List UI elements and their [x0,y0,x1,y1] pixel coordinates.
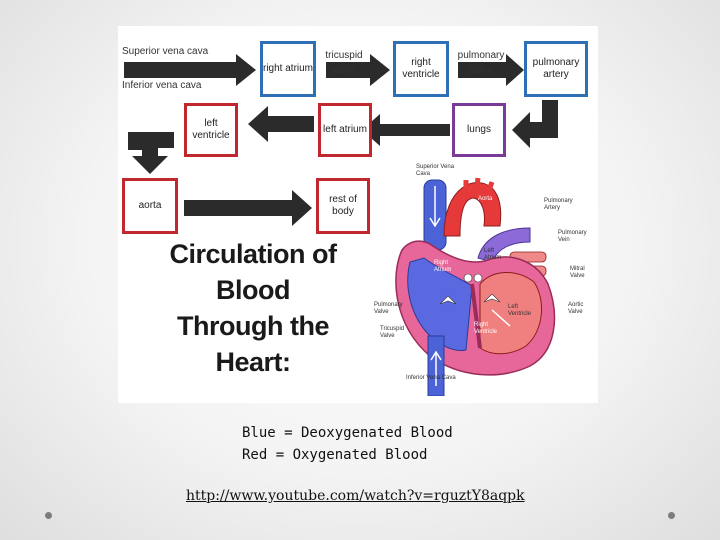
label-tricuspid-valve: tricuspid valve [325,50,363,76]
box-right-ventricle: right ventricle [393,41,449,97]
title-line-2: Blood [216,275,290,305]
flow-arrows [124,54,558,226]
diagram-panel: Superior vena cava Inferior vena cava ri… [118,26,598,403]
box-right-atrium: right atrium [260,41,316,97]
arrow-rventricle-to-partery [458,54,524,86]
arrow-partery-to-lungs [512,100,558,148]
bullet-right [668,512,675,519]
box-left-atrium: left atrium [318,103,372,157]
arrow-aorta-to-body [184,190,312,226]
heart-label-tricuspid-valve: Tricuspid Valve [380,326,405,339]
heart-label-superior-vena-cava: Superior Vena Cava [416,164,455,177]
title-line-1: Circulation of [169,239,338,269]
title-line-3: Through the [177,311,329,341]
heart-label-right-ventricle: Right Ventricle [474,322,498,335]
heart-label-pulmonary-vein: Pulmonary Vein [558,230,587,243]
arrow-ratrium-to-rventricle [326,54,390,86]
legend-red: Red = Oxygenated Blood [242,447,428,463]
label-pulmonary-valve: pulmonary valve [457,50,505,76]
heart-label-mitral-valve: Mitral Valve [570,266,585,279]
heart-label-aorta: Aorta [478,196,493,202]
label-inferior-vena-cava: Inferior vena cava [122,80,202,91]
legend-blue: Blue = Deoxygenated Blood [242,425,453,441]
heart-label-inferior-vena-cava: Inferior Vena Cava [406,375,456,381]
box-pulmonary-artery: pulmonary artery [524,41,588,97]
box-rest-of-body: rest of body [316,178,370,234]
heart-label-pulmonary-valve: Pulmonary Valve [374,302,403,315]
label-superior-vena-cava: Superior vena cava [122,46,209,57]
arrow-latrium-to-lventricle [248,106,314,142]
youtube-link[interactable]: http://www.youtube.com/watch?v=rguztY8aq… [186,488,525,504]
box-left-ventricle: left ventricle [184,103,238,157]
box-aorta: aorta [122,178,178,234]
arrow-venacava-to-ratrium [124,54,256,86]
diagram-title: Circulation of Blood Through the Heart: [142,236,364,380]
heart-illustration [395,177,556,396]
heart-label-left-atrium: Left Atrium [484,248,502,261]
color-legend: Blue = Deoxygenated Blood Red = Oxygenat… [242,422,453,466]
heart-label-aortic-valve: Aortic Valve [568,302,584,315]
arrow-lventricle-to-aorta [128,132,174,174]
heart-label-pulmonary-artery: Pulmonary Artery [544,198,573,211]
title-line-4: Heart: [215,347,291,377]
bullet-left [45,512,52,519]
box-lungs: lungs [452,103,506,157]
heart-label-left-ventricle: Left Ventricle [508,304,532,317]
heart-label-right-atrium: Right Atrium [434,260,452,273]
arrow-lungs-to-latrium [362,114,450,146]
